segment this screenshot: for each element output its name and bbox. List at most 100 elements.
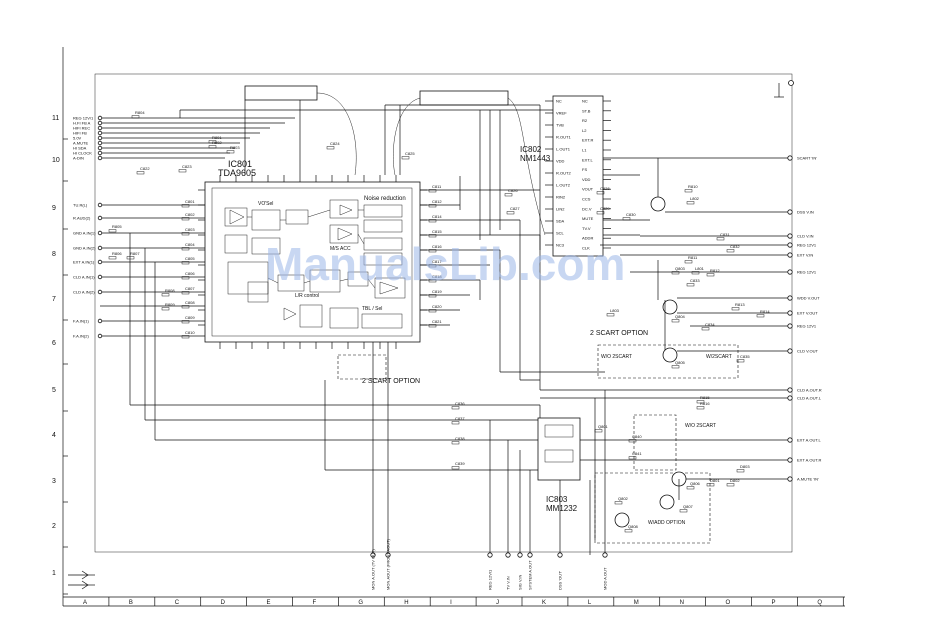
bottom-connector-label: REG 12V/1 — [488, 569, 493, 590]
right-connector-label: CLD V.IN — [797, 234, 814, 239]
component-label: C810 — [185, 330, 195, 335]
left-connector-label: EXT A.IN(1) — [73, 260, 95, 265]
connectors-bottom: MON A.OUT (TV OUT)MON.AOUT (FRONT AOUT)R… — [370, 538, 608, 590]
component-body — [208, 145, 217, 149]
component-body — [108, 229, 117, 233]
column-label: F — [312, 600, 316, 606]
component-body — [686, 283, 695, 287]
column-label: K — [542, 600, 546, 606]
component-label: C808 — [185, 300, 195, 305]
ic803-ref: IC803 — [546, 495, 568, 504]
component-body — [736, 359, 745, 363]
watermark: ManualsLib.com — [265, 238, 625, 290]
connector-pin — [527, 552, 533, 558]
component-body — [716, 237, 725, 241]
ic802-pin-label-right: VDD — [582, 177, 591, 182]
right-connector-label: EXT A.OUT.L — [797, 438, 821, 443]
ic802-pin-label-left: SDA — [556, 219, 565, 224]
column-label: Q — [817, 600, 822, 606]
right-connector-label: CLD A.OUT.R — [797, 388, 822, 393]
component-body — [671, 365, 680, 369]
left-connector-label: R.AUD(2) — [73, 216, 91, 221]
column-label: C — [175, 600, 180, 606]
component-label: C831 — [720, 232, 730, 237]
bottom-connector-label: SIG V.IN — [518, 574, 523, 590]
component-label: C822 — [140, 166, 150, 171]
component-body — [181, 291, 190, 295]
column-label: D — [221, 600, 226, 606]
component-body — [181, 204, 190, 208]
component-body — [428, 249, 437, 253]
component-label: C805 — [185, 256, 195, 261]
left-connector-label: CLD A.IN(2) — [73, 290, 95, 295]
component-label: R812 — [710, 268, 720, 273]
ic802-pin-label-right: EXT.R — [582, 138, 593, 143]
column-label: I — [450, 600, 452, 606]
right-connector-label: EXT V.IN — [797, 253, 813, 258]
ic802-pin-label-right: TV.V — [582, 226, 591, 231]
ic802-pin-label-left: R.OUT1 — [556, 135, 571, 140]
column-label: J — [496, 600, 499, 606]
ic801-mid-label: M/S ACC — [330, 246, 351, 252]
bottom-connector-label: DSS 'OUT' — [558, 570, 563, 590]
component-label: C818 — [432, 274, 442, 279]
connector-pin — [787, 348, 793, 354]
ic801-part: TDA9605 — [218, 168, 256, 178]
component-body — [726, 249, 735, 253]
component-body — [451, 466, 460, 470]
component-label: R808 — [165, 288, 175, 293]
option-box-left — [337, 354, 387, 380]
row-label: 5 — [52, 387, 56, 394]
left-wiring — [100, 189, 606, 555]
component-body — [596, 211, 605, 215]
component-body — [628, 439, 637, 443]
component-label: C819 — [432, 289, 442, 294]
component-body — [671, 319, 680, 323]
bottom-connector-label: MON.AOUT (FRONT AOUT) — [386, 538, 391, 590]
left-connector-label: GND A.IN(2) — [73, 246, 96, 251]
component-label: R806 — [112, 251, 122, 256]
row-label: 1 — [52, 570, 56, 577]
component-label: C824 — [330, 141, 340, 146]
right-connector-label: CLD A.OUT.L — [797, 396, 822, 401]
connector-pin — [97, 289, 103, 295]
component-label: L803 — [610, 308, 620, 313]
component-body — [161, 293, 170, 297]
row-label: 4 — [52, 432, 56, 439]
connector-pin — [517, 552, 523, 558]
column-label: B — [129, 600, 133, 606]
component-body — [131, 115, 140, 119]
component-body — [126, 256, 135, 260]
component-label: R803 — [230, 145, 240, 150]
connector-pin — [787, 323, 793, 329]
bottom-connector-label: MOD A.OUT — [603, 567, 608, 590]
row-label: 3 — [52, 478, 56, 485]
ic802-ref: IC802 — [520, 145, 542, 154]
right-connector-label: REG 12V1 — [797, 270, 817, 275]
column-label: N — [680, 600, 684, 606]
row-label: 11 — [52, 115, 59, 122]
component-body — [181, 232, 190, 236]
left-connector-label: A.MUTE — [73, 141, 88, 146]
ic801-noise-label: Noise reduction — [364, 196, 406, 202]
left-connector-label: 5.0V — [73, 136, 82, 141]
component-body — [136, 171, 145, 175]
component-label: C828 — [600, 186, 610, 191]
column-label: P — [771, 600, 775, 606]
column-label: M — [634, 600, 639, 606]
ic802-pin-label-left: TVB — [556, 123, 564, 128]
component-body — [401, 156, 410, 160]
top-label-box-2 — [419, 90, 509, 106]
component-label: D802 — [730, 478, 740, 483]
component-body — [428, 219, 437, 223]
ic802-pin-label-right: DC.V — [582, 206, 592, 211]
row-label: 7 — [52, 296, 56, 303]
connector-pin — [97, 318, 103, 324]
component-body — [736, 469, 745, 473]
component-body — [706, 483, 715, 487]
component-body — [679, 509, 688, 513]
connector-pin — [97, 120, 103, 126]
component-body — [624, 529, 633, 533]
